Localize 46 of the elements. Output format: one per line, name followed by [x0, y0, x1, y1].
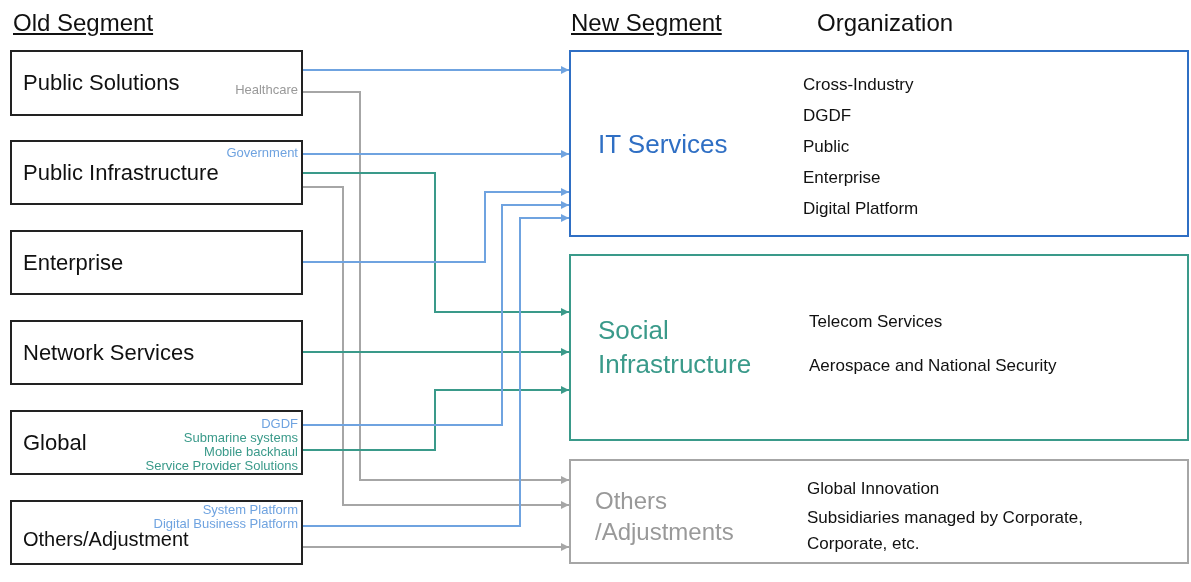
segment-box — [10, 140, 303, 205]
arrow — [302, 150, 570, 158]
segment-box — [10, 50, 303, 116]
business-label: Digital Business Platform — [153, 517, 298, 531]
business-label: Mobile backhaul — [204, 445, 298, 460]
segment-title: Enterprise — [23, 250, 124, 276]
organization-name: Telecom Services — [809, 312, 943, 332]
segment-title: Public Infrastructure — [23, 160, 219, 186]
segment-box — [10, 410, 303, 475]
arrow — [302, 172, 570, 316]
segment-title: Others /Adjustments — [595, 486, 735, 548]
new-segment-box — [569, 254, 1189, 441]
column-heading: Old Segment — [13, 9, 154, 37]
new-segment-box — [569, 50, 1189, 237]
column-heading: Organization — [817, 9, 954, 37]
arrow — [302, 188, 570, 263]
arrow — [302, 201, 570, 426]
business-label: System Platform — [202, 503, 298, 518]
business-label: DGDF — [261, 417, 298, 432]
arrow — [302, 66, 570, 74]
organization-name: Cross-Industry — [803, 75, 914, 95]
arrow — [302, 543, 570, 551]
organization-name: DGDF — [803, 106, 852, 126]
segment-title: Global — [23, 430, 87, 456]
arrow — [302, 348, 570, 356]
new-segment-box — [569, 459, 1189, 564]
business-label: Service Provider Solutions — [145, 459, 298, 474]
arrow — [302, 386, 570, 451]
business-label: Submarine systems — [183, 431, 298, 446]
segment-box — [10, 230, 303, 295]
arrow — [302, 91, 570, 484]
segment-title: Public Solutions — [23, 70, 180, 96]
business-label: Government — [226, 146, 298, 161]
segment-title: Social Infrastructure — [598, 314, 753, 381]
segment-title: Network Services — [23, 340, 195, 366]
segment-title: IT Services — [598, 130, 728, 160]
organization-name: Public — [803, 137, 850, 157]
organization-name: Enterprise — [803, 168, 881, 188]
business-label: Healthcare — [235, 83, 298, 98]
organization-name: Global Innovation — [807, 479, 940, 499]
segment-box — [10, 320, 303, 385]
column-heading: New Segment — [571, 9, 722, 37]
organization-name: Subsidiaries managed by Corporate, Corporate, etc. — [807, 507, 1084, 556]
segment-box — [10, 500, 303, 565]
organization-name: Aerospace and National Security — [809, 356, 1057, 376]
organization-name: Digital Platform — [803, 199, 919, 219]
